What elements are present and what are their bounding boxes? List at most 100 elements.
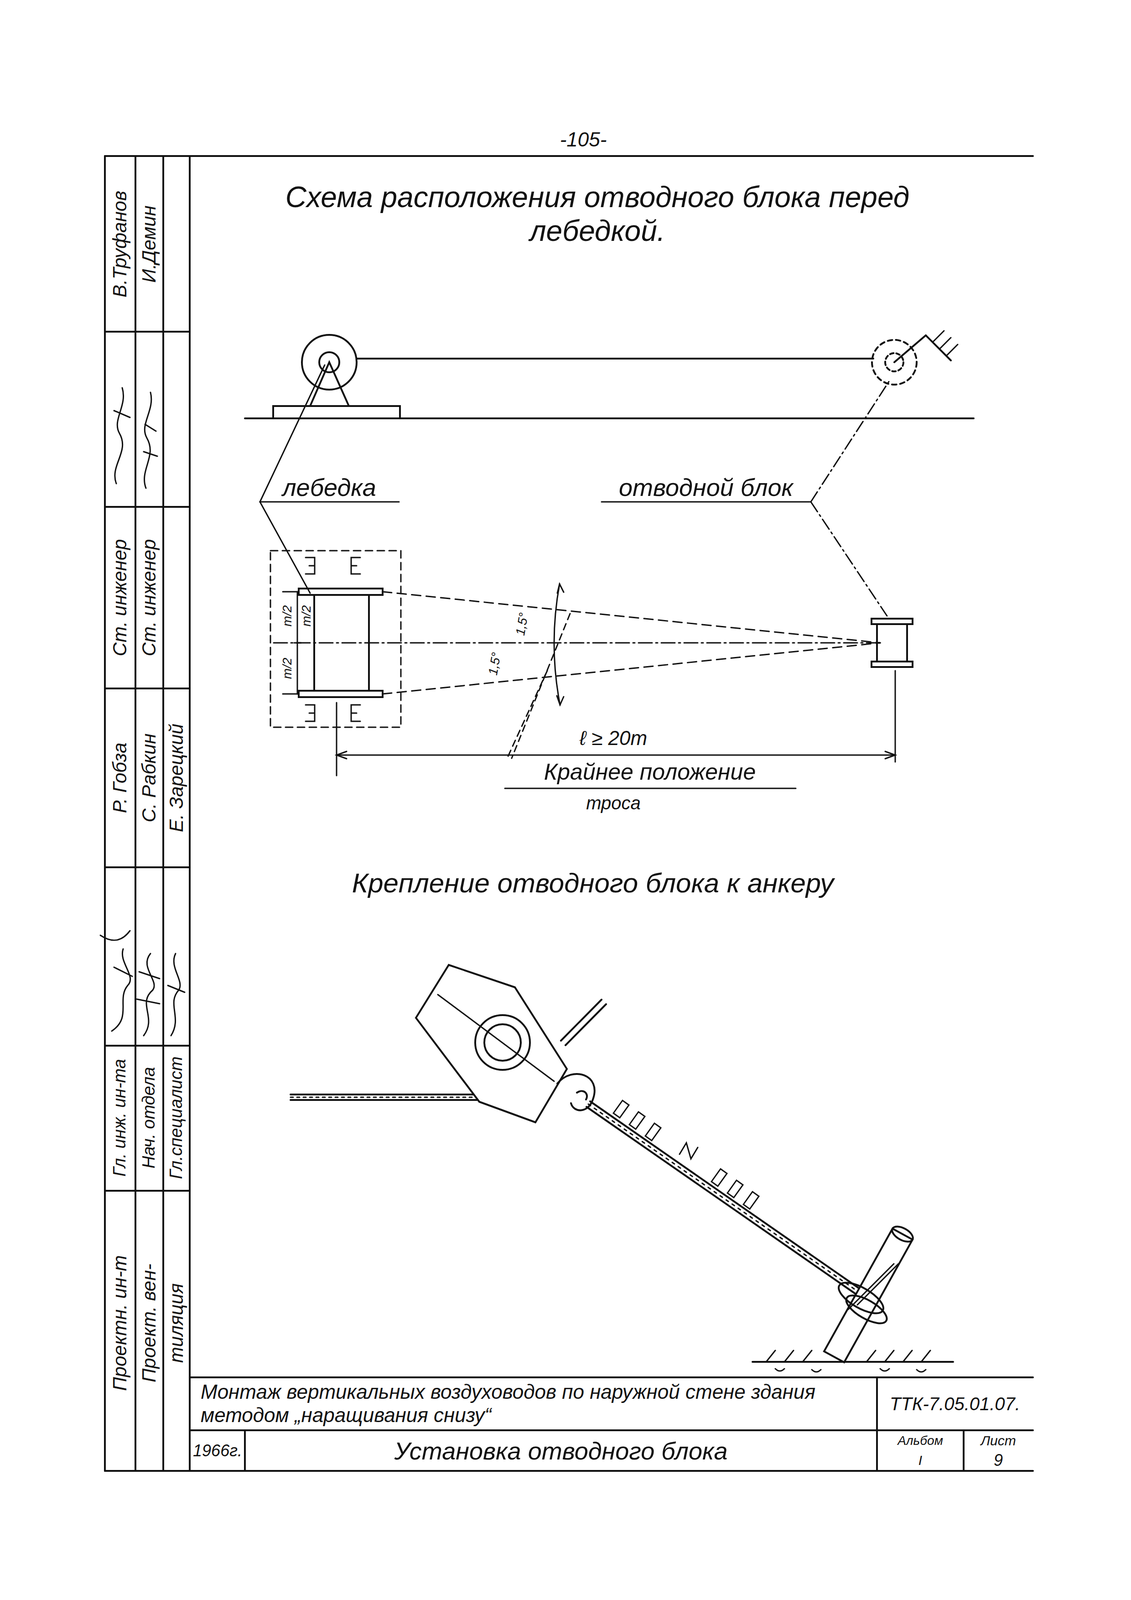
dimension-line-part bbox=[504, 787, 796, 789]
stamp-value: 9 bbox=[993, 1450, 1003, 1469]
stamp-work-title: Монтаж вертикальных воздуховодов по нару… bbox=[200, 1380, 867, 1427]
sheet-frame-part bbox=[103, 155, 106, 1471]
signatures bbox=[100, 387, 185, 1036]
rope-angle-lines-part bbox=[382, 591, 881, 643]
winch-side-view-part bbox=[301, 334, 357, 390]
stamp-name: С. Рабкин bbox=[138, 733, 161, 823]
sheet-frame-part bbox=[104, 866, 190, 868]
leader-lines-part bbox=[259, 501, 400, 503]
dimension-line bbox=[336, 670, 896, 789]
sheet-frame-part bbox=[104, 1044, 190, 1047]
anchor-fixing-illustration-part bbox=[590, 1100, 860, 1288]
winch-plan-view-part bbox=[282, 693, 299, 695]
pulley-plan-view-part bbox=[876, 623, 908, 662]
rope-angle-lines-part bbox=[273, 642, 881, 644]
winch-side-view-part bbox=[356, 357, 874, 360]
anchor-fixing-illustration-part bbox=[834, 1276, 888, 1319]
anchor-fixing-illustration-part bbox=[848, 1263, 894, 1309]
anchor-fixing-illustration-part bbox=[766, 1349, 931, 1362]
anchor-fixing-illustration bbox=[290, 964, 954, 1372]
dimension-line-part bbox=[336, 702, 338, 776]
anchor-fixing-illustration-part bbox=[565, 1003, 607, 1045]
stamp-role: Гл.специалист bbox=[166, 1056, 187, 1179]
angle-text: 1,5° bbox=[485, 651, 504, 677]
rope-angle-lines bbox=[273, 583, 881, 758]
winch-plan-view-part bbox=[305, 557, 361, 574]
dimension-text: m/2 bbox=[299, 605, 314, 627]
stamp-value: I bbox=[918, 1452, 923, 1469]
dimension-line-part bbox=[336, 751, 896, 759]
stamp-code: ТТК-7.05.01.07. bbox=[886, 1392, 1024, 1414]
dimension-text: m/2 bbox=[280, 657, 295, 680]
sheet-frame-part bbox=[188, 155, 191, 1471]
signatures-part bbox=[167, 953, 185, 1036]
section-heading: Крепление отводного блока к анкеру bbox=[352, 866, 834, 899]
pulley-plan-view bbox=[871, 618, 913, 667]
winch-side-view bbox=[244, 334, 974, 419]
sheet-frame-part bbox=[189, 1375, 1033, 1378]
winch-plan-view-part bbox=[270, 550, 401, 727]
stamp-year: 1966г. bbox=[192, 1440, 243, 1460]
rope-angle-lines-part bbox=[507, 670, 548, 758]
sheet-frame-part bbox=[134, 155, 137, 1471]
winch-plan-view-part bbox=[305, 704, 361, 722]
winch-plan-view bbox=[270, 550, 401, 727]
anchor-fixing-illustration-part bbox=[560, 999, 602, 1041]
anchor-fixing-illustration-part bbox=[824, 1228, 913, 1362]
stamp-organisation: Проект. вен- bbox=[138, 1263, 161, 1382]
stamp-role: Ст. инженер bbox=[138, 539, 161, 657]
anchor-fixing-illustration-part bbox=[752, 1360, 954, 1363]
pulley-side-view-part bbox=[925, 335, 951, 361]
sheet-frame-part bbox=[104, 505, 190, 508]
rope-angle-lines-part bbox=[382, 642, 881, 694]
part-label: отводной блок bbox=[618, 472, 794, 502]
sheet-frame-part bbox=[104, 155, 1033, 157]
leader-lines-part bbox=[601, 501, 811, 503]
pulley-side-view-part bbox=[939, 337, 951, 349]
sheet-frame-part bbox=[876, 1376, 878, 1471]
sheet-frame-part bbox=[189, 1428, 1033, 1431]
anchor-fixing-illustration-part bbox=[588, 1103, 858, 1291]
leader-lines bbox=[259, 364, 890, 616]
angle-text: 1,5° bbox=[513, 611, 532, 637]
part-label: лебедка bbox=[282, 472, 377, 502]
anchor-fixing-illustration-part bbox=[415, 964, 567, 1122]
anchor-fixing-illustration-part bbox=[842, 1289, 892, 1329]
note-text: Крайнее положение bbox=[544, 758, 756, 786]
pulley-side-view-part bbox=[932, 330, 945, 343]
winch-side-view-part bbox=[273, 405, 400, 419]
sheet-frame-part bbox=[243, 1429, 246, 1471]
winch-plan-view-part bbox=[298, 690, 383, 697]
anchor-fixing-illustration-part bbox=[889, 1223, 916, 1245]
dimension-text: m/2 bbox=[280, 605, 295, 627]
sheet-frame-part bbox=[104, 687, 190, 690]
note-text: троса bbox=[586, 792, 641, 814]
pulley-side-view-part bbox=[946, 344, 958, 356]
stamp-field: Альбом bbox=[897, 1432, 944, 1448]
leader-lines-part bbox=[259, 501, 311, 593]
leader-lines-part bbox=[810, 501, 888, 616]
signatures-part bbox=[136, 953, 160, 1036]
stamp-role: Нач. отдела bbox=[139, 1066, 160, 1169]
anchor-fixing-illustration-part bbox=[586, 1106, 856, 1294]
sheet-title: Установка отводного блока bbox=[394, 1436, 728, 1465]
sheet-frame-part bbox=[962, 1429, 965, 1471]
stamp-role: Гл. инж. ин-та bbox=[109, 1058, 130, 1177]
anchor-fixing-illustration-part bbox=[613, 1099, 759, 1209]
sheet-frame-part bbox=[162, 155, 165, 1471]
winch-plan-view-part bbox=[298, 588, 383, 595]
stamp-name: И.Демин bbox=[138, 205, 161, 283]
sheet-frame-part bbox=[104, 1189, 190, 1192]
sheet-frame-part bbox=[104, 330, 190, 333]
pulley-side-view-part bbox=[894, 335, 926, 363]
leader-lines-part bbox=[810, 380, 890, 502]
dimension-line-part bbox=[336, 754, 896, 756]
dimension-text: ℓ ≥ 20m bbox=[579, 726, 648, 750]
anchor-fixing-illustration-part bbox=[775, 1368, 926, 1372]
signatures-part bbox=[100, 930, 133, 1031]
stamp-organisation: Проектн. ин-т bbox=[108, 1254, 131, 1391]
sheet-frame bbox=[104, 155, 1033, 1471]
stamp-name: Е. Зарецкий bbox=[165, 723, 188, 832]
stamp-name: Р. Гобза bbox=[108, 742, 131, 814]
